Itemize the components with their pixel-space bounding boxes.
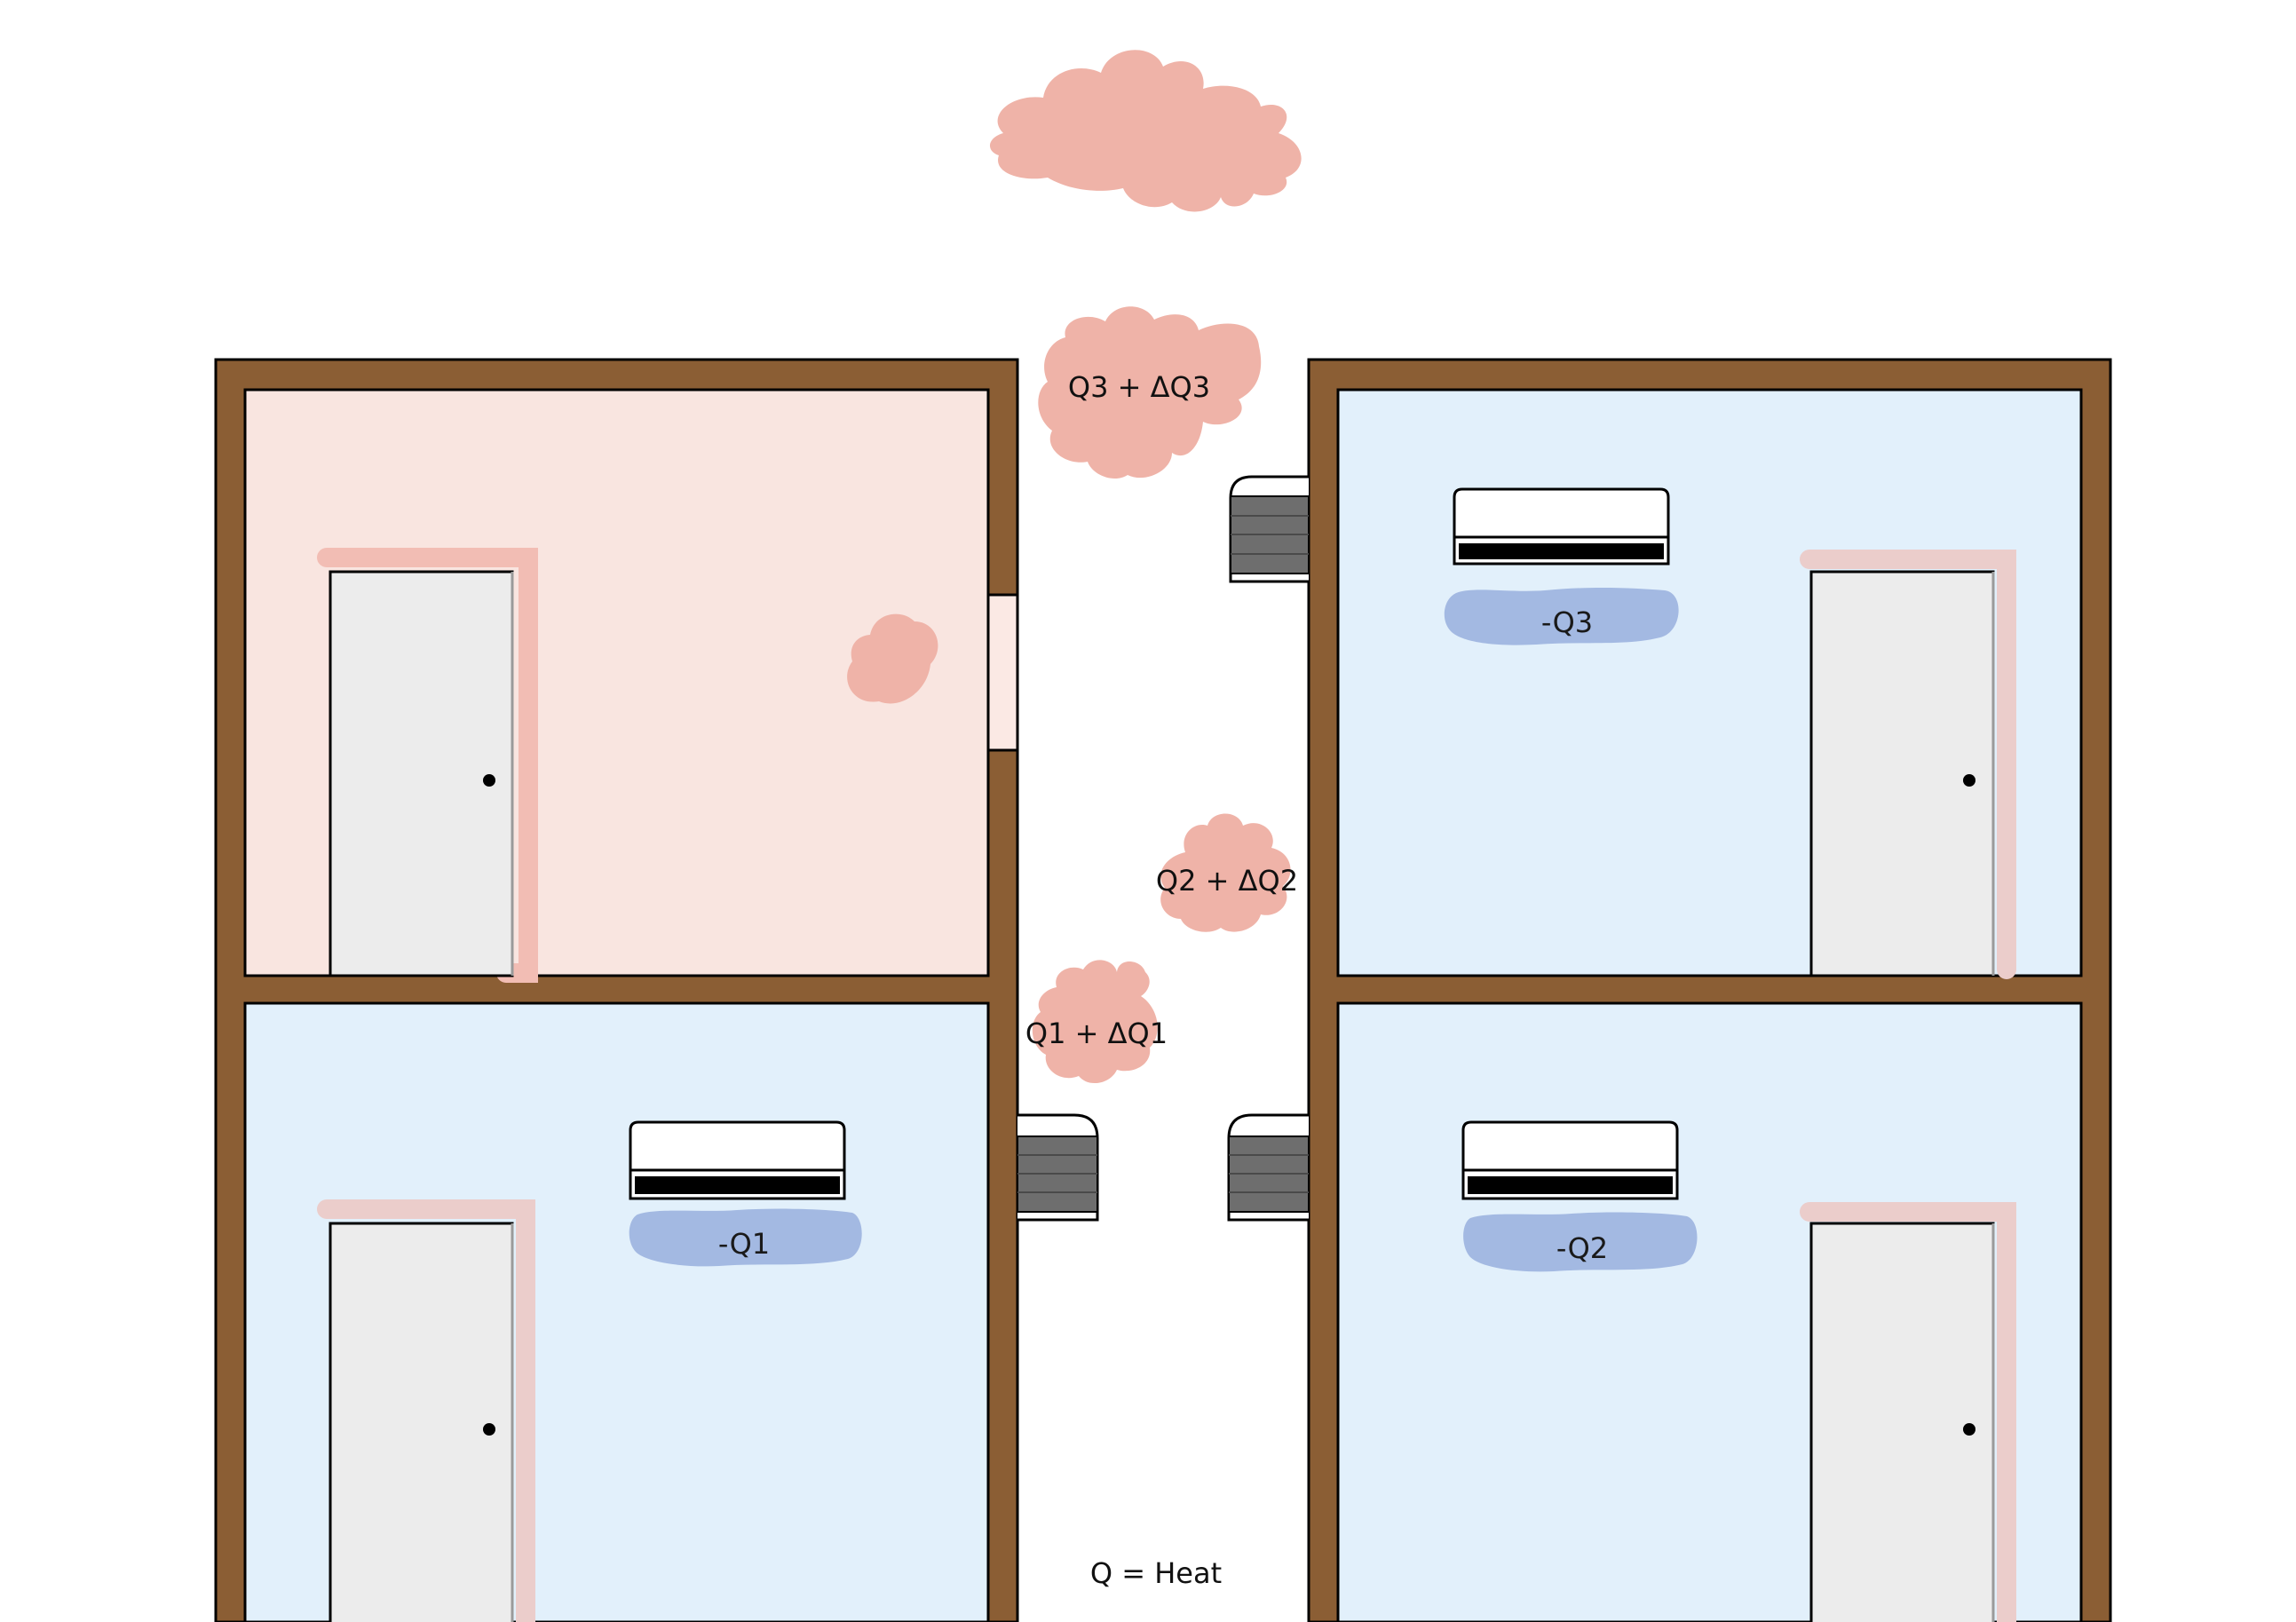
cold-air-patches: [629, 587, 1698, 1272]
outdoor-condenser-icon: [1017, 1113, 1099, 1222]
door-icon: [329, 570, 514, 977]
heat-cloud-q2: [1160, 813, 1291, 932]
door-icon: [1809, 1222, 1995, 1622]
indoor-ac-units: [629, 487, 1679, 1200]
door-heat-glow: [317, 548, 538, 983]
exhaust-heat-clouds: [1032, 306, 1291, 1084]
air-conditioner-icon: [1453, 487, 1670, 566]
label-q1-cooling: -Q1: [718, 1227, 770, 1261]
heat-cloud-q1: [1032, 960, 1158, 1084]
door-icon: [329, 1222, 514, 1622]
door-knob: [1963, 1423, 1975, 1436]
sky-heat-cloud: [989, 50, 1302, 212]
cold-patch-q1: [629, 1208, 862, 1267]
air-conditioner-icon: [629, 1120, 846, 1200]
cold-patch-q2: [1463, 1212, 1698, 1272]
label-q3-exhaust: Q3 + ΔQ3: [1068, 370, 1210, 404]
outdoor-condenser-icon: [1227, 1113, 1310, 1222]
label-q2-cooling: -Q2: [1556, 1231, 1608, 1265]
cold-patch-q3: [1444, 587, 1679, 645]
outdoor-units: [1017, 475, 1310, 1222]
door-knob: [1963, 774, 1975, 787]
air-conditioner-icon: [1461, 1120, 1679, 1200]
outdoor-condenser-icon: [1229, 475, 1310, 583]
heat-cloud-icon: [989, 50, 1302, 212]
door-icon: [1809, 570, 1995, 977]
heat-cloud-icon: [847, 613, 938, 704]
heat-cloud-q3: [1038, 306, 1262, 479]
door-knob: [483, 1423, 495, 1436]
door-knob: [483, 774, 495, 787]
door-heat-glow: [317, 1199, 535, 1622]
label-q3-cooling: -Q3: [1541, 605, 1593, 639]
doors: [317, 548, 2016, 1622]
window: [986, 593, 1019, 752]
legend-text: Q = Heat: [1090, 1556, 1222, 1590]
label-q1-exhaust: Q1 + ΔQ1: [1025, 1017, 1168, 1050]
door-heat-glow: [1800, 1202, 2016, 1622]
label-q2-exhaust: Q2 + ΔQ2: [1156, 864, 1298, 898]
door-heat-glow: [1800, 550, 2016, 979]
labels: Q3 + ΔQ3 Q2 + ΔQ2 Q1 + ΔQ1 -Q3 -Q1 -Q2 Q…: [718, 370, 1608, 1590]
